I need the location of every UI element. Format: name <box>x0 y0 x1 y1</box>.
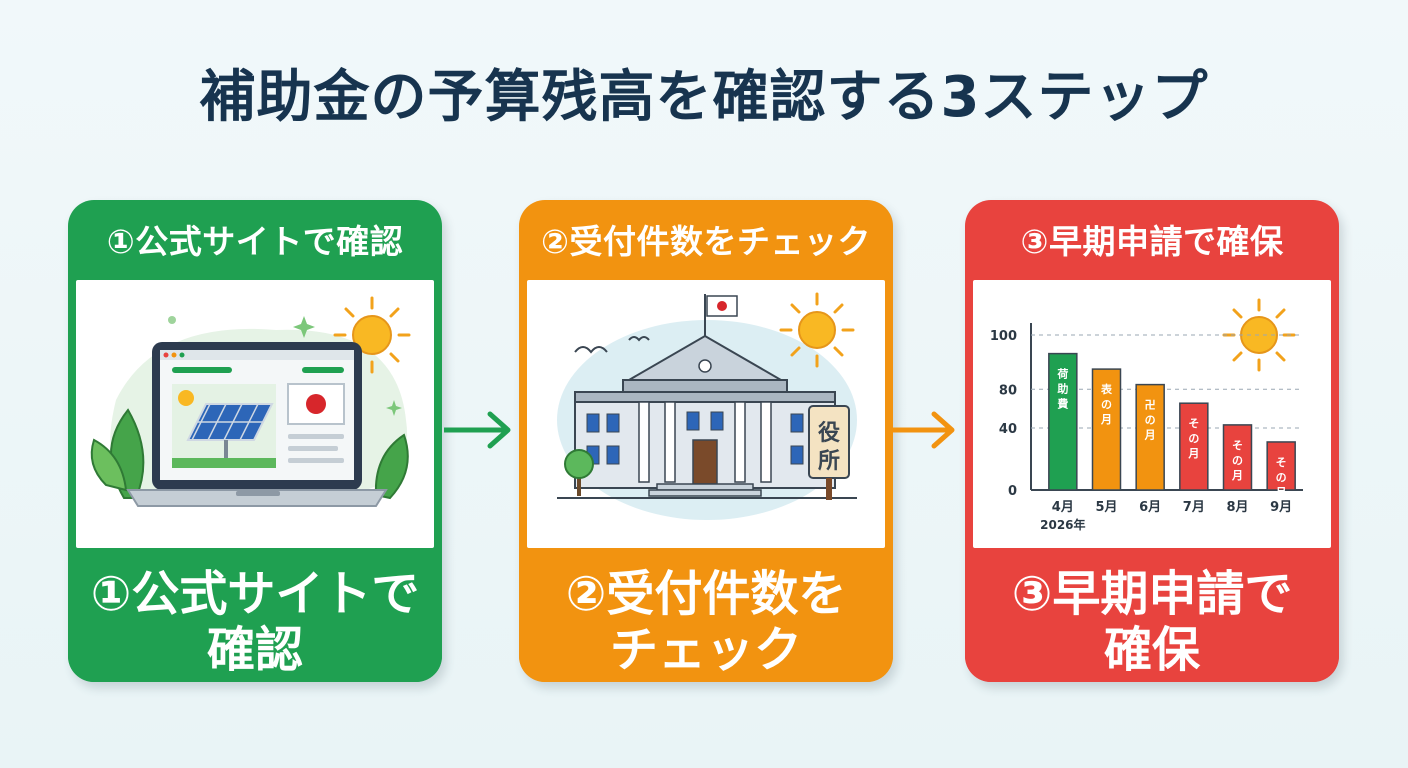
bar-data-label: の <box>1276 471 1287 484</box>
step-2-footer-line-1: ②受付件数を <box>565 566 847 622</box>
sparkle-icon <box>293 316 402 416</box>
step-card-official-site: ①公式サイトで確認 <box>68 200 442 682</box>
sun-icon <box>779 292 855 368</box>
x-tick-label: 7月 <box>1183 500 1205 515</box>
green-arrow-icon <box>444 411 511 449</box>
step-card-application-count: ②受付件数をチェック <box>519 200 893 682</box>
bar-data-label: 表 <box>1100 382 1113 396</box>
bar-data-label: 月 <box>1100 413 1112 426</box>
tree-icon <box>564 449 594 496</box>
bar-data-label: そ <box>1276 456 1287 469</box>
budget-bar-chart: 04080100荷助費4月2026年表の月5月卍の月6月その月7月その月8月その… <box>990 298 1303 532</box>
step-3-footer-line-2: 確保 <box>1103 622 1200 678</box>
step-1-footer-line-2: 確認 <box>206 622 303 678</box>
x-tick-label: 4月 <box>1052 500 1074 515</box>
bar-data-label: 荷 <box>1056 367 1068 381</box>
laptop-icon <box>126 342 388 507</box>
bar-data-label: そ <box>1232 439 1243 452</box>
x-axis-year-note: 2026年 <box>1040 517 1085 532</box>
step-3-footer-line-1: ③早期申請で <box>1011 566 1293 622</box>
bar-data-label: 月 <box>1187 447 1199 460</box>
step-2-footer-line-2: チェック <box>609 622 802 678</box>
bird-icon <box>574 336 650 354</box>
step-2-header: ②受付件数をチェック <box>541 222 871 261</box>
step-1-footer: ①公式サイトで 確認 <box>68 550 442 682</box>
step-2-footer: ②受付件数を チェック <box>519 550 893 682</box>
bar-data-label: 助 <box>1057 382 1068 396</box>
japan-flag-icon <box>287 383 345 425</box>
step-3-footer: ③早期申請で 確保 <box>965 550 1339 682</box>
office-sign-icon: 役 所 <box>808 405 850 500</box>
bar-data-label: 卍 <box>1145 399 1156 412</box>
svg-text:所: 所 <box>818 449 840 474</box>
chart-bar <box>1266 441 1296 491</box>
step-1-header: ①公式サイトで確認 <box>106 222 404 261</box>
bar-data-label: 月 <box>1231 469 1243 482</box>
y-tick-label: 100 <box>990 329 1017 344</box>
y-tick-label: 40 <box>999 422 1017 437</box>
leaf-icon <box>90 408 409 500</box>
y-tick-label: 80 <box>999 383 1017 398</box>
bar-data-label: 費 <box>1056 397 1068 411</box>
chart-bar <box>1048 352 1078 491</box>
bar-data-label: そ <box>1188 417 1199 430</box>
x-tick-label: 8月 <box>1226 500 1248 515</box>
laptop-solar-illustration <box>76 280 434 548</box>
bar-data-label: の <box>1101 398 1112 411</box>
step-1-footer-line-1: ①公式サイトで <box>90 566 420 622</box>
x-tick-label: 9月 <box>1270 500 1292 515</box>
step-3-header: ③早期申請で確保 <box>1020 222 1284 261</box>
chart-bar <box>1135 383 1165 491</box>
chart-bar <box>1222 424 1253 491</box>
bar-data-label: の <box>1145 414 1156 427</box>
x-tick-label: 6月 <box>1139 500 1161 515</box>
page-title: 補助金の予算残高を確認する3ステップ <box>199 65 1209 130</box>
japan-flag-icon <box>704 294 738 340</box>
bar-data-label: の <box>1232 454 1243 467</box>
svg-text:役: 役 <box>818 421 840 446</box>
chart-bar <box>1179 402 1209 491</box>
y-tick-label: 0 <box>1008 484 1017 499</box>
bar-data-label: 月 <box>1275 486 1287 499</box>
government-office-illustration: 役 所 <box>527 280 885 548</box>
chart-bar <box>1091 368 1122 491</box>
bar-data-label: の <box>1188 432 1199 445</box>
bar-data-label: 月 <box>1144 429 1156 442</box>
x-tick-label: 5月 <box>1095 500 1117 515</box>
orange-arrow-icon <box>892 411 955 449</box>
